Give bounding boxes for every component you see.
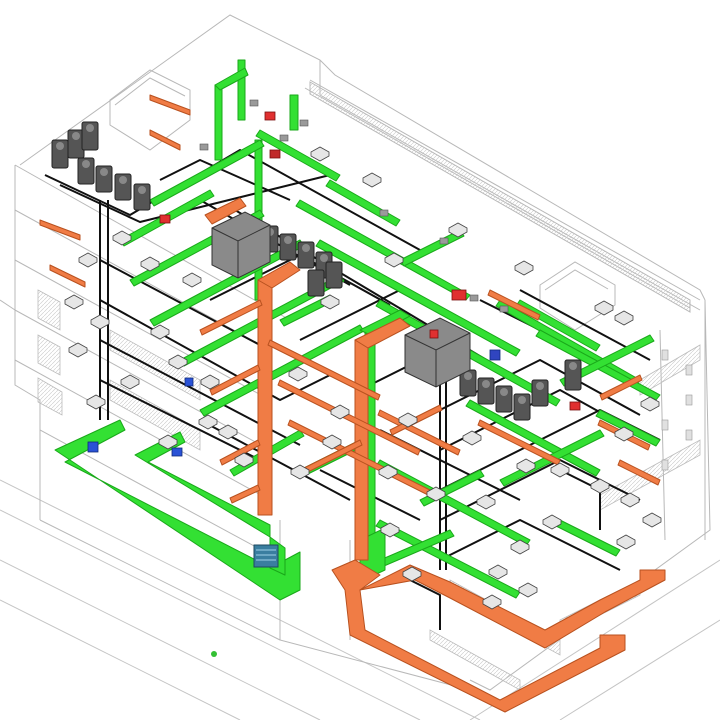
ceiling-cassette-unit-icon <box>330 404 350 420</box>
condensing-unit-icon <box>325 261 343 289</box>
condensing-unit-icon <box>133 183 151 211</box>
air-handling-units <box>211 211 471 388</box>
condensing-unit-icon <box>564 359 582 391</box>
ceiling-cassette-unit-icon <box>362 172 382 188</box>
site-ground-lines <box>0 479 720 720</box>
ceiling-cassette-unit-icon <box>594 300 614 316</box>
fire-damper-icon <box>264 111 276 121</box>
condensing-unit-icon <box>477 377 495 405</box>
condensing-unit-icon <box>77 157 95 185</box>
supply-ductwork <box>54 59 661 601</box>
ceiling-cassette-unit-icon <box>64 294 84 310</box>
building-shell <box>0 14 711 691</box>
ceiling-cassette-unit-icon <box>542 514 562 530</box>
ceiling-cassette-unit-icon <box>380 522 400 538</box>
blue-damper-icon <box>184 377 194 387</box>
ceiling-cassette-unit-icon <box>168 354 188 370</box>
ceiling-cassette-unit-icon <box>120 374 140 390</box>
ceiling-cassette-unit-icon <box>320 294 340 310</box>
ceiling-cassette-unit-icon <box>140 256 160 272</box>
ceiling-cassette-unit-icon <box>402 566 422 582</box>
ceiling-cassette-unit-icon <box>310 146 330 162</box>
ceiling-cassette-unit-icon <box>642 512 662 528</box>
ceiling-cassette-unit-icon <box>550 462 570 478</box>
fire-damper-icon <box>269 149 281 159</box>
ceiling-cassette-unit-icon <box>182 272 202 288</box>
ceiling-cassette-unit-icon <box>462 430 482 446</box>
ceiling-cassette-unit-icon <box>86 394 106 410</box>
ceiling-cassette-unit-icon <box>476 494 496 510</box>
condensing-unit-icon <box>495 385 513 413</box>
ceiling-cassette-unit-icon <box>78 252 98 268</box>
ceiling-cassette-unit-icon <box>90 314 110 330</box>
intake-louver-icon <box>253 544 279 568</box>
ahu-icon <box>211 211 271 279</box>
roof-fixtures <box>199 99 509 313</box>
condensing-unit-icon <box>95 165 113 193</box>
blue-damper-icon <box>171 447 183 457</box>
condensing-unit-icon <box>307 269 325 297</box>
ceiling-cassette-unit-icon <box>234 452 254 468</box>
ceiling-cassette-unit-icon <box>590 478 610 494</box>
ceiling-cassette-unit-icon <box>614 426 634 442</box>
duct-accessories <box>87 111 581 657</box>
condensing-unit-icon <box>297 241 315 269</box>
ceiling-cassette-unit-icon <box>616 534 636 550</box>
ceiling-cassette-unit-icon <box>198 414 218 430</box>
ceiling-cassette-unit-icon <box>448 222 468 238</box>
fire-damper-icon <box>429 329 439 339</box>
ceiling-cassette-unit-icon <box>200 374 220 390</box>
ceiling-cassette-unit-icon <box>384 252 404 268</box>
blue-damper-icon <box>489 349 501 361</box>
ceiling-cassette-unit-icon <box>322 434 342 450</box>
blue-damper-icon <box>87 441 99 453</box>
ceiling-cassette-unit-icon <box>150 324 170 340</box>
ceiling-cassette-unit-icon <box>620 492 640 508</box>
ceiling-cassette-unit-icon <box>518 582 538 598</box>
unit-fan-grills <box>56 124 577 404</box>
marker-dot <box>211 651 217 657</box>
ceiling-cassette-unit-icon <box>426 486 446 502</box>
ahu-icon <box>404 317 471 388</box>
ceiling-cassette-unit-icon <box>158 434 178 450</box>
fire-damper-icon <box>569 401 581 411</box>
ceiling-cassette-unit-icon <box>68 342 88 358</box>
ceiling-cassette-unit-icon <box>218 424 238 440</box>
fire-damper-icon <box>451 289 467 301</box>
ceiling-cassette-unit-icon <box>378 464 398 480</box>
facade-windows-right <box>661 349 693 471</box>
ceiling-cassette-unit-icon <box>288 366 308 382</box>
condensing-units <box>51 121 582 421</box>
condensing-unit-icon <box>531 379 549 407</box>
ceiling-cassette-unit-icon <box>482 594 502 610</box>
return-ductwork <box>39 94 666 713</box>
ceiling-cassette-unit-icon <box>112 230 132 246</box>
condensing-unit-icon <box>513 393 531 421</box>
ceiling-cassette-unit-icon <box>614 310 634 326</box>
fire-damper-icon <box>159 214 171 224</box>
condensing-unit-icon <box>279 233 297 261</box>
condensing-unit-icon <box>114 173 132 201</box>
ceiling-cassette-unit-icon <box>516 458 536 474</box>
ceiling-cassette-unit-icon <box>290 464 310 480</box>
ceiling-cassette-unit-icon <box>510 539 530 555</box>
ceiling-cassette-unit-icon <box>640 396 660 412</box>
ceiling-cassette-unit-icon <box>514 260 534 276</box>
indoor-ceiling-units <box>64 146 662 610</box>
ceiling-cassette-unit-icon <box>398 412 418 428</box>
condensing-unit-icon <box>81 121 99 151</box>
ceiling-cassette-unit-icon <box>488 564 508 580</box>
